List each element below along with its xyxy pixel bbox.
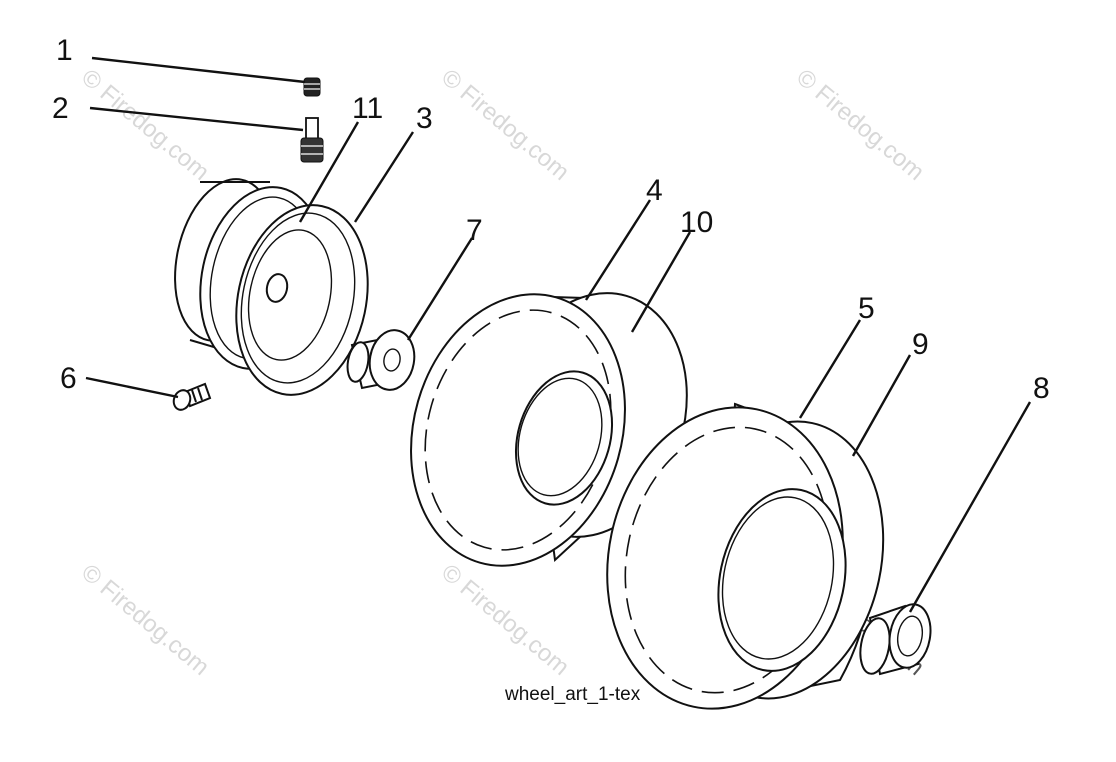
callout-1: 1: [56, 34, 73, 67]
callout-8: 8: [1033, 372, 1050, 405]
callout-11: 11: [352, 92, 383, 125]
rim-part: [174, 178, 369, 396]
watermark-1: © Firedog.com: [76, 64, 214, 186]
callout-10: 10: [680, 206, 713, 239]
hub-cap-part: [859, 603, 932, 676]
bushing-part: [346, 329, 416, 391]
callout-7: 7: [466, 214, 483, 247]
bolt-part: [172, 382, 212, 411]
callout-6: 6: [60, 362, 77, 395]
watermark-2: © Firedog.com: [436, 64, 574, 186]
watermark-4: © Firedog.com: [76, 559, 214, 681]
callouts: 1 2 11 3 7 4 10 5 9 8 6: [52, 34, 1050, 405]
callout-2: 2: [52, 92, 69, 125]
callout-9: 9: [912, 328, 929, 361]
rear-tire-part: [606, 402, 885, 710]
leader-lines: [85, 56, 1032, 613]
callout-3: 3: [416, 102, 433, 135]
watermark-5: © Firedog.com: [436, 559, 574, 681]
valve-stem-part: [300, 117, 324, 163]
callout-5: 5: [858, 292, 875, 325]
callout-4: 4: [646, 174, 663, 207]
diagram-caption: wheel_art_1-tex: [504, 684, 641, 705]
front-tire-part: [410, 292, 688, 567]
valve-cap-part: [303, 77, 321, 97]
watermark-3: © Firedog.com: [791, 64, 929, 186]
